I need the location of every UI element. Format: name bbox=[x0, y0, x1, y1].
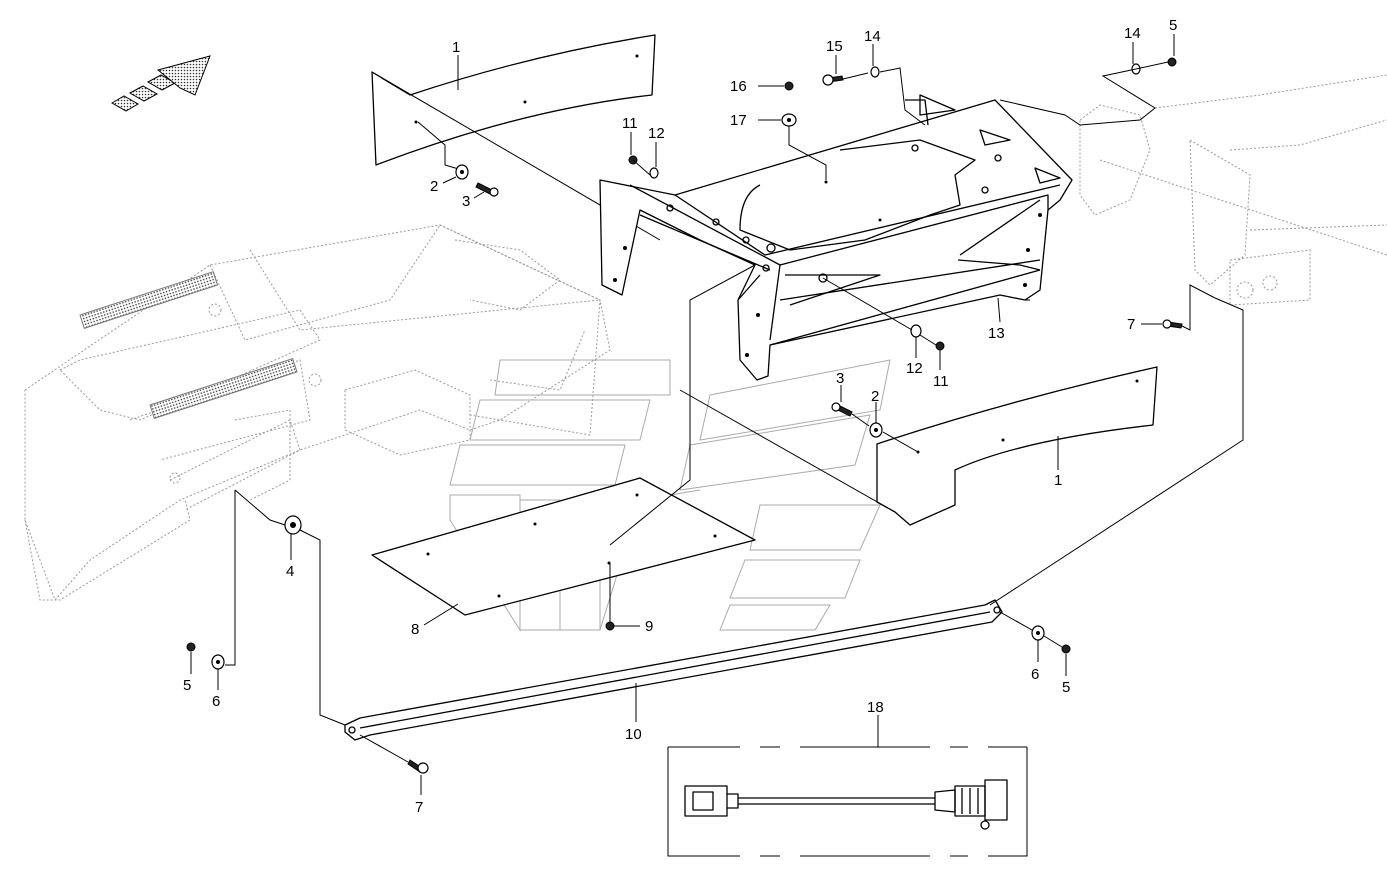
callout-15: 15 bbox=[826, 38, 843, 55]
part-10-rod bbox=[344, 297, 1244, 741]
callout-2: 2 bbox=[871, 388, 879, 405]
callout-6: 6 bbox=[212, 693, 220, 710]
callout-2: 2 bbox=[430, 178, 438, 195]
callout-7: 7 bbox=[1127, 316, 1135, 333]
part-8-plate bbox=[371, 264, 756, 625]
callout-16: 16 bbox=[730, 78, 747, 95]
callout-11: 11 bbox=[933, 373, 949, 390]
callout-12: 12 bbox=[648, 125, 665, 142]
callout-1: 1 bbox=[1054, 472, 1062, 489]
callout-5: 5 bbox=[183, 677, 191, 694]
callout-11: 11 bbox=[622, 115, 638, 132]
direction-arrow-icon bbox=[111, 55, 211, 112]
callout-6: 6 bbox=[1031, 666, 1039, 683]
callout-8: 8 bbox=[411, 621, 419, 638]
callout-3: 3 bbox=[462, 193, 470, 210]
callout-labels: 1 1 2 2 3 3 4 5 5 5 6 6 7 7 8 9 10 11 11… bbox=[183, 17, 1177, 816]
callout-5: 5 bbox=[1169, 17, 1177, 34]
callout-3: 3 bbox=[836, 370, 844, 387]
callout-7: 7 bbox=[415, 799, 423, 816]
callout-18: 18 bbox=[867, 699, 884, 716]
part-13-bracket bbox=[599, 94, 1073, 381]
callout-13: 13 bbox=[988, 325, 1005, 342]
callout-14: 14 bbox=[864, 28, 881, 45]
callout-10: 10 bbox=[625, 726, 642, 743]
callout-9: 9 bbox=[645, 618, 653, 635]
part-18-harness-box bbox=[667, 715, 1028, 857]
callout-12: 12 bbox=[906, 360, 923, 377]
callout-1: 1 bbox=[452, 39, 460, 56]
callout-5: 5 bbox=[1062, 679, 1070, 696]
part-1-lower-panel bbox=[679, 366, 1158, 526]
background-frame-right bbox=[1079, 74, 1387, 306]
background-frame-left bbox=[24, 224, 611, 601]
hardware bbox=[186, 34, 1216, 795]
callout-17: 17 bbox=[730, 112, 747, 129]
callout-4: 4 bbox=[286, 563, 294, 580]
callout-14: 14 bbox=[1124, 25, 1141, 42]
